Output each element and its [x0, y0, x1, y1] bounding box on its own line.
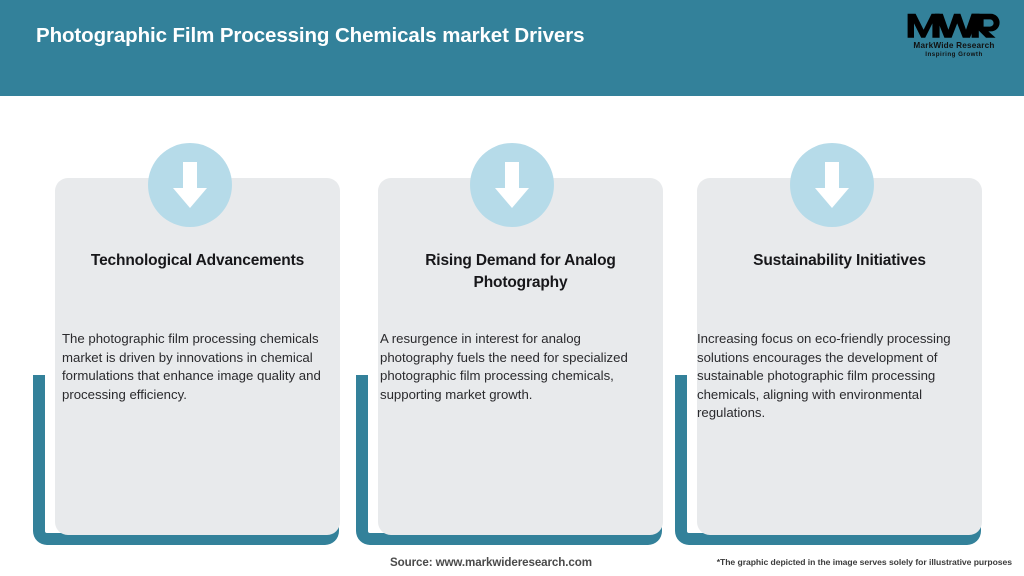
logo-company-name: MarkWide Research [913, 41, 995, 50]
driver-column-1: Technological Advancements The photograp… [0, 0, 345, 576]
source-note: Source: www.markwideresearch.com [390, 556, 592, 569]
driver-card-body: The photographic film processing chemica… [62, 331, 321, 402]
driver-column-2: Rising Demand for Analog Photography A r… [320, 0, 665, 576]
driver-card-title: Technological Advancements [90, 252, 305, 269]
driver-card[interactable] [697, 178, 982, 535]
driver-card-title: Rising Demand for Analog Photography [425, 252, 616, 291]
header-bar [0, 0, 1024, 96]
driver-icon-circle [470, 143, 554, 227]
page-title: Photographic Film Processing Chemicals m… [36, 24, 585, 47]
arrow-down-icon [815, 162, 849, 208]
brand-logo: MarkWide Research Inspiring Growth [898, 8, 1010, 62]
arrow-down-icon [495, 162, 529, 208]
mwr-monogram-icon [907, 13, 1000, 38]
driver-card-title: Sustainability Initiatives [753, 252, 926, 269]
driver-icon-circle [790, 143, 874, 227]
disclaimer-note: *The graphic depicted in the image serve… [716, 557, 1012, 567]
driver-card-body: Increasing focus on eco-friendly process… [697, 331, 951, 421]
driver-column-3: Sustainability Initiatives Increasing fo… [655, 0, 1000, 576]
arrow-down-icon [173, 162, 207, 208]
driver-card-body: A resurgence in interest for analog phot… [380, 331, 628, 402]
logo-tagline: Inspiring Growth [925, 51, 983, 58]
driver-card[interactable] [378, 178, 663, 535]
driver-icon-circle [148, 143, 232, 227]
driver-card[interactable] [55, 178, 340, 535]
